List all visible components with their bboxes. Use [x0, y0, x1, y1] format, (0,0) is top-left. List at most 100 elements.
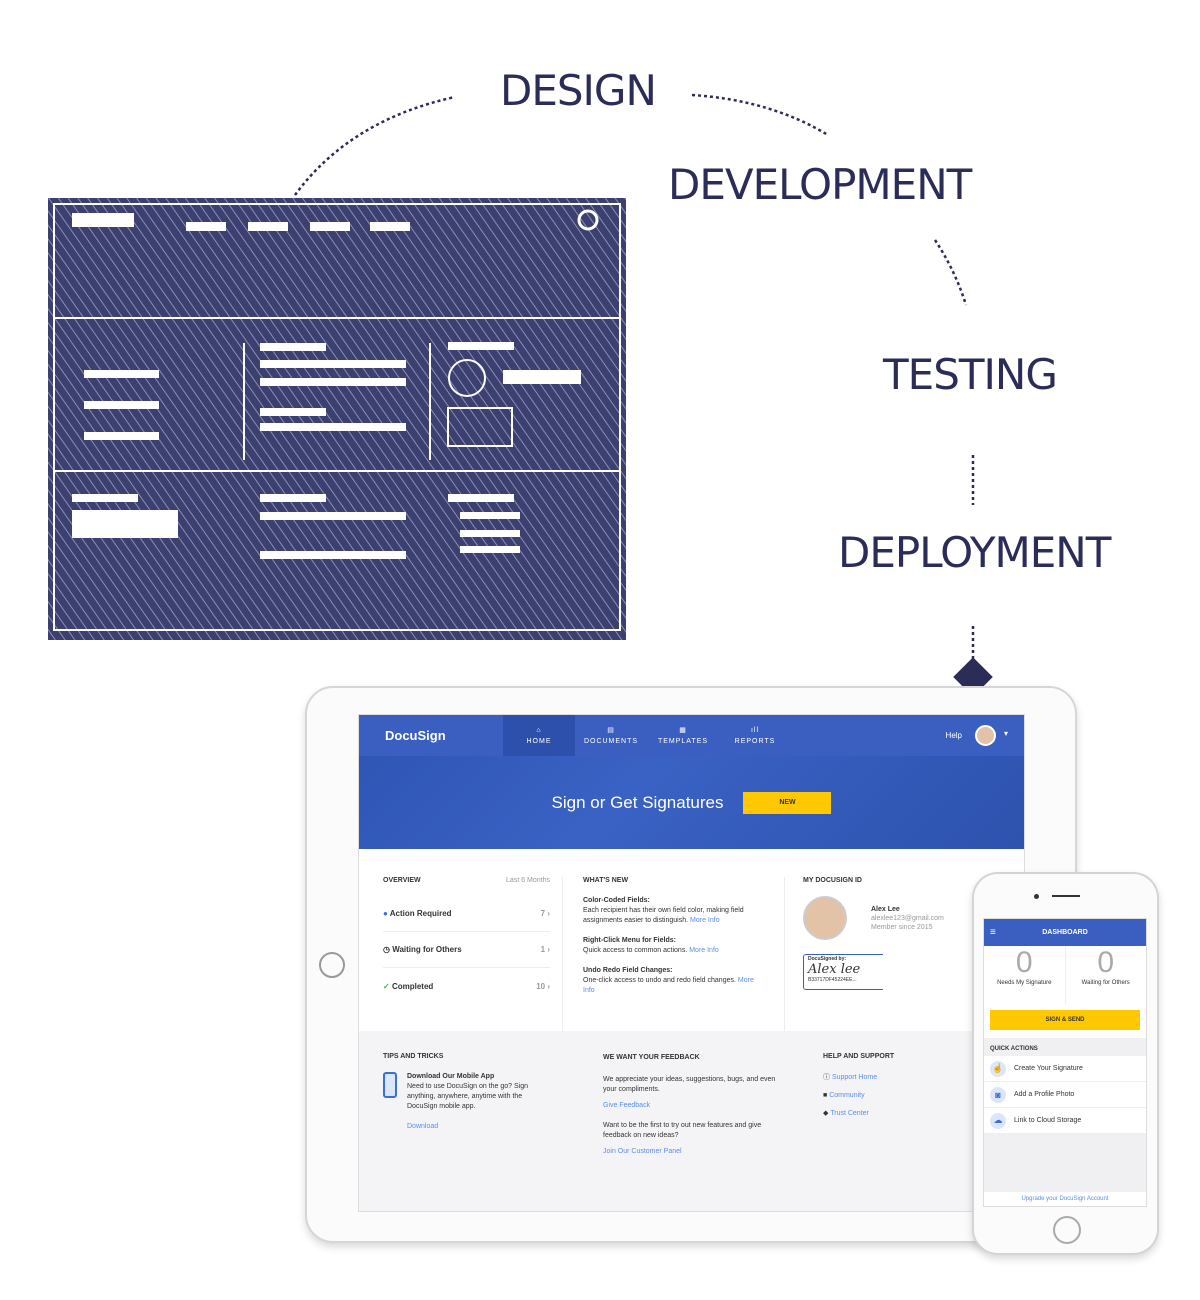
- support-home-link[interactable]: Support Home: [831, 1074, 878, 1081]
- help-link[interactable]: Help: [945, 731, 962, 740]
- row-count: 10: [536, 981, 546, 991]
- signature-hash: B33717DF45224EE...: [808, 977, 857, 983]
- question-icon: ⓘ: [823, 1074, 830, 1081]
- banner-title: Sign or Get Signatures: [551, 792, 724, 812]
- stage-deployment: DEPLOYMENT: [838, 528, 1111, 577]
- nav-label: REPORTS: [734, 737, 776, 745]
- document-icon: ▤: [607, 727, 615, 734]
- chat-icon: ■: [823, 1092, 828, 1099]
- tips-title: TIPS AND TRICKS: [383, 1053, 444, 1060]
- new-button[interactable]: NEW: [743, 791, 832, 814]
- action-label: Create Your Signature: [1014, 1065, 1083, 1072]
- whats-new-title: WHAT'S NEW: [583, 877, 629, 884]
- news-title: Right-Click Menu for Fields:: [583, 937, 676, 944]
- customer-panel-link[interactable]: Join Our Customer Panel: [603, 1148, 682, 1155]
- action-label: Link to Cloud Storage: [1014, 1117, 1082, 1124]
- row-label: Waiting for Others: [392, 945, 462, 954]
- range-select[interactable]: Last 6 Months: [506, 877, 550, 884]
- nav-label: HOME: [526, 737, 552, 745]
- stage-design: DESIGN: [500, 66, 657, 115]
- tips-body: Need to use DocuSign on the go? Sign any…: [407, 1083, 529, 1110]
- news-title: Undo Redo Field Changes:: [583, 967, 673, 974]
- hero-banner: Sign or Get Signatures NEW: [359, 756, 1024, 849]
- nav-documents[interactable]: ▤ DOCUMENTS: [575, 715, 647, 756]
- template-icon: ▦: [679, 727, 687, 734]
- sign-send-button[interactable]: SIGN & SEND: [990, 1010, 1140, 1030]
- stat-label: Waiting for Others: [1081, 980, 1130, 986]
- user-avatar[interactable]: [975, 725, 996, 746]
- phone-home-button: [1053, 1216, 1081, 1244]
- chevron-down-icon[interactable]: ▾: [1003, 729, 1008, 738]
- tablet-home-button: [319, 952, 345, 978]
- download-link[interactable]: Download: [407, 1123, 439, 1130]
- stat-label: Needs My Signature: [997, 980, 1052, 986]
- phone-camera: [1034, 894, 1039, 899]
- panel-body: Want to be the first to try out new feat…: [603, 1122, 762, 1139]
- stat-value: 0: [1015, 946, 1033, 979]
- stage-testing: TESTING: [883, 350, 1058, 399]
- trust-center-link[interactable]: Trust Center: [830, 1110, 869, 1117]
- signature: Alex lee: [808, 962, 861, 977]
- quick-actions-title: QUICK ACTIONS: [990, 1046, 1038, 1052]
- overview-title: OVERVIEW: [383, 877, 421, 884]
- support-title: HELP AND SUPPORT: [823, 1053, 895, 1060]
- docusign-logo[interactable]: DocuSign: [385, 728, 446, 743]
- phone-title: DASHBOARD: [1042, 929, 1088, 936]
- profile-photo: [803, 896, 847, 940]
- feedback-panel: WE WANT YOUR FEEDBACK We appreciate your…: [603, 1053, 823, 1157]
- phone-header: ≡ DASHBOARD: [984, 919, 1146, 946]
- more-info-link[interactable]: More Info: [583, 977, 754, 994]
- feedback-body: We appreciate your ideas, suggestions, b…: [603, 1076, 776, 1093]
- more-info-link[interactable]: More Info: [689, 947, 719, 954]
- tablet-screen: DocuSign ⌂HOME ▤ DOCUMENTS ▦TEMPLATES ıll…: [358, 714, 1025, 1212]
- action-add-photo[interactable]: ◙ Add a Profile Photo: [984, 1082, 1146, 1108]
- shield-icon: ◆: [823, 1110, 829, 1117]
- camera-icon: ◙: [990, 1086, 1006, 1103]
- user-email: alexlee123@gmail.com: [871, 914, 944, 922]
- news-body: Quick access to common actions.: [583, 947, 688, 954]
- news-body: One-click access to undo and redo field …: [583, 977, 736, 984]
- nav-templates[interactable]: ▦TEMPLATES: [647, 715, 719, 756]
- stat-value: 0: [1097, 946, 1115, 979]
- wireframe-sketch: [48, 198, 626, 640]
- nav-label: DOCUMENTS: [583, 738, 639, 745]
- nav-home[interactable]: ⌂HOME: [503, 715, 575, 756]
- more-info-link[interactable]: More Info: [690, 917, 720, 924]
- phone-speaker: [1052, 895, 1080, 897]
- row-label: Completed: [391, 981, 434, 991]
- community-link[interactable]: Community: [829, 1092, 865, 1099]
- news-body: Each recipient has their own field color…: [583, 907, 744, 924]
- news-title: Color-Coded Fields:: [583, 897, 650, 904]
- row-count: 1: [540, 945, 546, 954]
- alert-icon: ●: [383, 909, 390, 918]
- whats-new-panel: WHAT'S NEW Color-Coded Fields: Each recip…: [563, 877, 785, 1031]
- give-feedback-link[interactable]: Give Feedback: [603, 1102, 651, 1109]
- menu-icon[interactable]: ≡: [990, 927, 996, 938]
- action-create-signature[interactable]: ☝ Create Your Signature: [984, 1056, 1146, 1082]
- signed-by-label: DocuSigned by:: [808, 956, 847, 962]
- action-cloud-storage[interactable]: ☁Link to Cloud Storage: [984, 1108, 1146, 1134]
- id-title: MY DOCUSIGN ID: [803, 877, 862, 884]
- mobile-phone-icon: [383, 1072, 397, 1098]
- row-label: Action Required: [389, 909, 452, 918]
- signature-hand-icon: ☝: [990, 1060, 1006, 1077]
- top-nav: DocuSign ⌂HOME ▤ DOCUMENTS ▦TEMPLATES ıll…: [359, 715, 1024, 756]
- upgrade-link[interactable]: Upgrade your DocuSign Account: [984, 1192, 1146, 1206]
- action-label: Add a Profile Photo: [1014, 1091, 1075, 1098]
- stage-development: DEVELOPMENT: [668, 160, 972, 209]
- user-name: Alex Lee: [871, 905, 900, 913]
- support-panel: HELP AND SUPPORT ⓘ Support Home ■ Commun…: [823, 1053, 894, 1157]
